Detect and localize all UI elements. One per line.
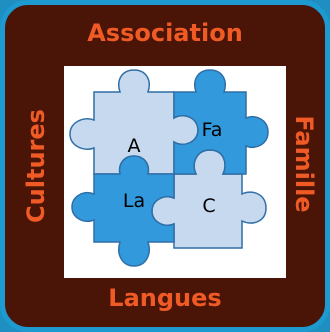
- label-association: Association: [87, 19, 243, 47]
- label-famille: Famille: [290, 115, 318, 213]
- piece-label-fa: Fa: [202, 119, 223, 141]
- label-cultures: Cultures: [22, 109, 50, 223]
- label-langues: Langues: [108, 284, 222, 312]
- piece-label-a: A: [128, 135, 141, 157]
- puzzle-illustration: A Fa La C: [69, 69, 269, 267]
- puzzle-piece-fa: [173, 69, 269, 175]
- puzzle-piece-la: [71, 155, 175, 267]
- piece-label-la: La: [123, 190, 145, 212]
- piece-label-c: C: [202, 195, 215, 217]
